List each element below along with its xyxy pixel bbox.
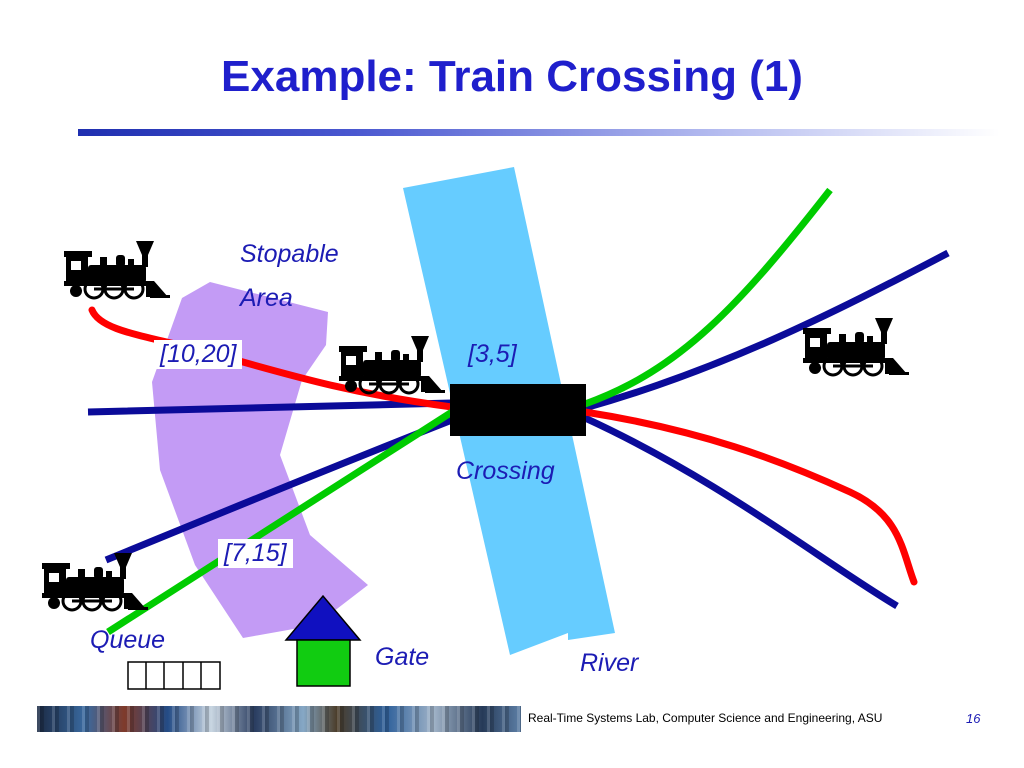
track-green (106, 187, 833, 635)
queue-label: Queue (90, 626, 166, 654)
title-rule (78, 129, 1000, 136)
track-blue-upper (87, 249, 950, 416)
stopable-area-label-line1: Stopable (240, 240, 339, 268)
train-icon (337, 334, 447, 395)
slide-title: Example: Train Crossing (1) (221, 52, 803, 101)
footer-banner-image (37, 706, 521, 732)
interval-cross-label: [3,5] (468, 340, 517, 368)
train-icon (801, 316, 911, 377)
river-label: River (580, 649, 639, 677)
stopable-area-label-line2: Area (240, 284, 293, 312)
crossing-label: Crossing (456, 457, 555, 485)
stopable-area (152, 282, 368, 638)
crossing-block (450, 384, 586, 436)
gate-icon (284, 594, 362, 687)
queue-icon (127, 661, 221, 690)
interval-gate-label: [7,15] (218, 539, 293, 568)
train-icon (40, 551, 150, 612)
footer-text: Real-Time Systems Lab, Computer Science … (528, 711, 883, 725)
interval-stop-label: [10,20] (154, 340, 243, 369)
train-icon (62, 239, 172, 300)
page-number: 16 (966, 711, 981, 726)
gate-label: Gate (375, 643, 430, 671)
